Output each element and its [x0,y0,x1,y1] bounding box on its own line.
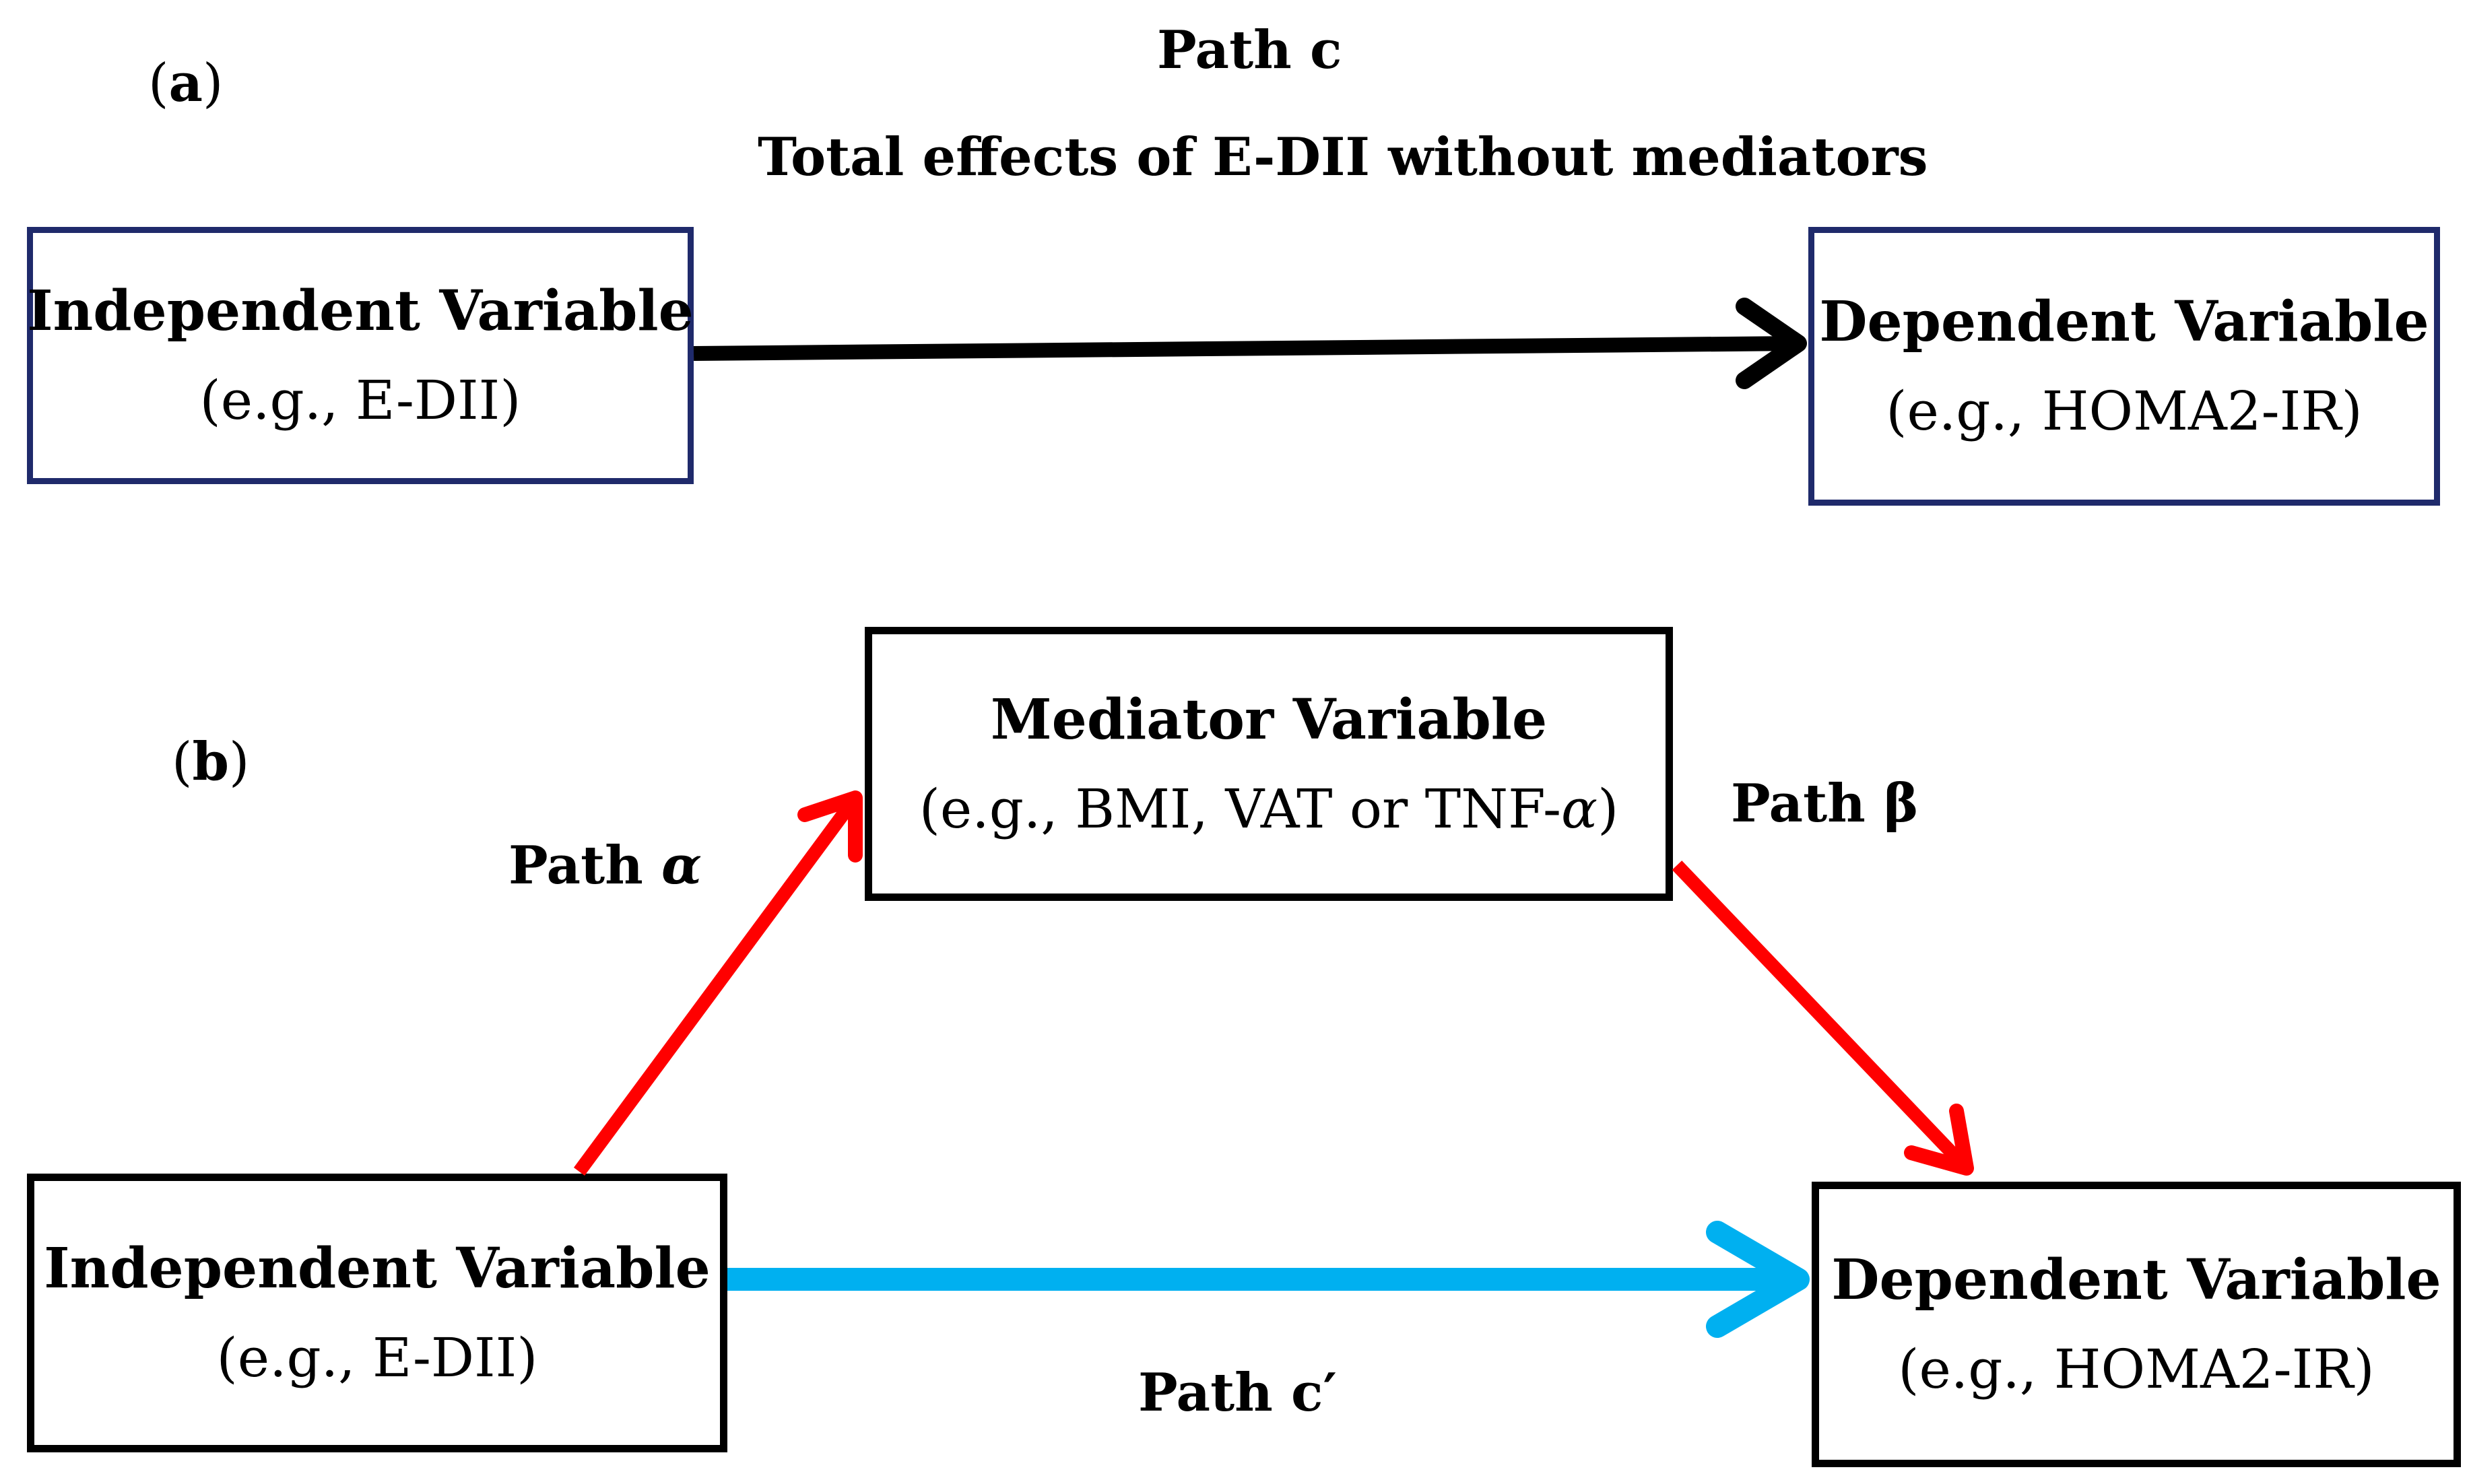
panel-a-independent-box: Independent Variable (e.g., E-DII) [27,227,694,484]
panel-a-dependent-box: Dependent Variable (e.g., HOMA2-IR) [1808,227,2440,506]
panel-a-independent-title: Independent Variable [27,279,694,343]
panel-a-dependent-title: Dependent Variable [1819,290,2429,354]
path-beta-label: Path β [1731,773,1919,834]
path-alpha-arrow [573,790,863,1176]
panel-b-mediator-title: Mediator Variable [990,687,1548,752]
path-beta-arrow-shaft [1672,861,1972,1173]
path-c-prime-arrow [727,1221,1810,1338]
panel-a-independent-example: (e.g., E-DII) [199,369,521,432]
panel-a-paren-open: ( [148,53,169,114]
path-alpha-arrowhead [797,790,863,863]
panel-b-letter: b [192,731,229,792]
panel-a-letter: a [168,53,203,114]
panel-b-label: (b) [172,736,249,789]
path-c-arrowhead [1736,298,1807,389]
panel-b-mediator-box: Mediator Variable (e.g., BMI, VAT or TNF… [865,627,1673,901]
panel-a-paren-close: ) [202,53,224,114]
panel-b-dependent-box: Dependent Variable (e.g., HOMA2-IR) [1812,1182,2461,1467]
panel-b-dependent-title: Dependent Variable [1831,1248,2441,1312]
path-alpha-label: Path α [508,840,702,892]
panel-b-paren-close: ) [228,732,250,792]
panel-b-mediator-example: (e.g., BMI, VAT or TNF-α) [919,782,1619,836]
panel-b-independent-example: (e.g., E-DII) [216,1326,538,1389]
path-c-arrow-shaft [693,336,1799,361]
path-beta-arrowhead [1904,1104,1974,1176]
panel-b-independent-box: Independent Variable (e.g., E-DII) [27,1174,727,1452]
path-c-prime-arrowhead [1706,1221,1810,1338]
total-effects-subtitle: Total effects of E-DII without mediators [758,127,1928,188]
path-c-arrow [693,298,1807,389]
path-c-prime-label: Path c′ [1138,1362,1338,1423]
mediator-example-text: (e.g., BMI, VAT or TNF- [919,777,1562,840]
path-alpha-symbol: α [661,835,702,896]
panel-b-dependent-example: (e.g., HOMA2-IR) [1898,1338,2375,1401]
path-alpha-word: Path [508,835,643,896]
mediator-example-alpha: α [1561,777,1598,840]
mediator-example-close: ) [1598,777,1619,840]
panel-b-independent-title: Independent Variable [44,1236,711,1301]
panel-b-paren-open: ( [172,732,193,792]
panel-a-label: (a) [148,57,223,110]
path-c-label: Path c [1157,20,1342,81]
panel-a-dependent-example: (e.g., HOMA2-IR) [1886,380,2363,442]
path-alpha-arrow-shaft [573,794,861,1176]
path-beta-arrow [1672,861,1974,1176]
